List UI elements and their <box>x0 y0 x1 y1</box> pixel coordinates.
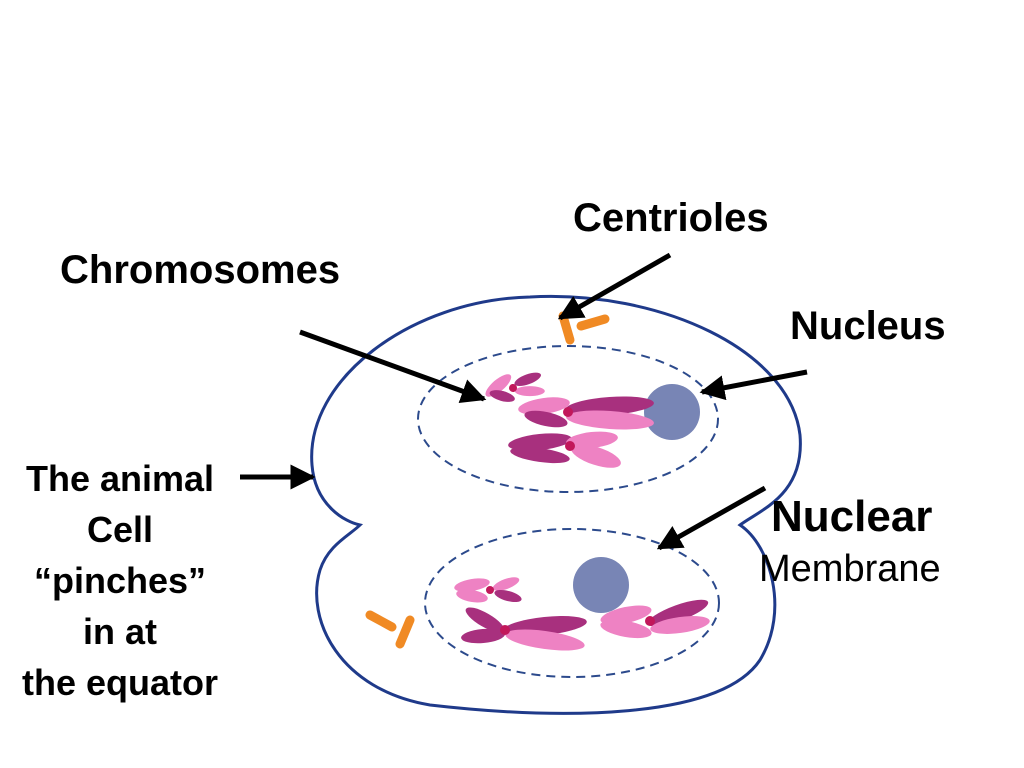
arrow-nuclear-membrane <box>656 485 767 551</box>
chromosome-lower-2 <box>461 607 587 651</box>
upper-nucleolus <box>644 384 700 440</box>
equator-label: The animal Cell “pinches” in at the equa… <box>0 453 240 708</box>
equator-line-4: in at <box>82 611 157 652</box>
chromosomes-label: Chromosomes <box>60 248 341 292</box>
cell-membrane <box>310 294 802 715</box>
centrioles-label: Centrioles <box>573 196 769 240</box>
chromosome-upper-3 <box>508 431 621 468</box>
lower-nuclear-membrane <box>424 528 720 678</box>
membrane-label: Membrane <box>759 548 941 590</box>
lower-nucleolus <box>573 557 629 613</box>
equator-line-3: “pinches” <box>33 560 207 601</box>
chromosome-upper-1 <box>485 372 545 402</box>
nuclear-label: Nuclear <box>771 492 933 541</box>
equator-line-5: the equator <box>21 662 218 703</box>
arrow-chromosomes <box>299 329 487 404</box>
equator-line-2: Cell <box>86 509 154 550</box>
centrioles-upper <box>558 311 610 345</box>
chromosome-lower-3 <box>600 599 710 639</box>
equator-line-1: The animal <box>25 458 215 499</box>
chromosome-lower-1 <box>454 577 522 603</box>
arrow-nucleus <box>699 369 808 401</box>
nucleus-label: Nucleus <box>790 304 946 348</box>
centrioles-lower <box>365 610 415 649</box>
upper-nuclear-membrane <box>417 345 719 493</box>
chromosome-upper-2 <box>518 396 654 430</box>
arrow-centrioles <box>557 252 672 321</box>
